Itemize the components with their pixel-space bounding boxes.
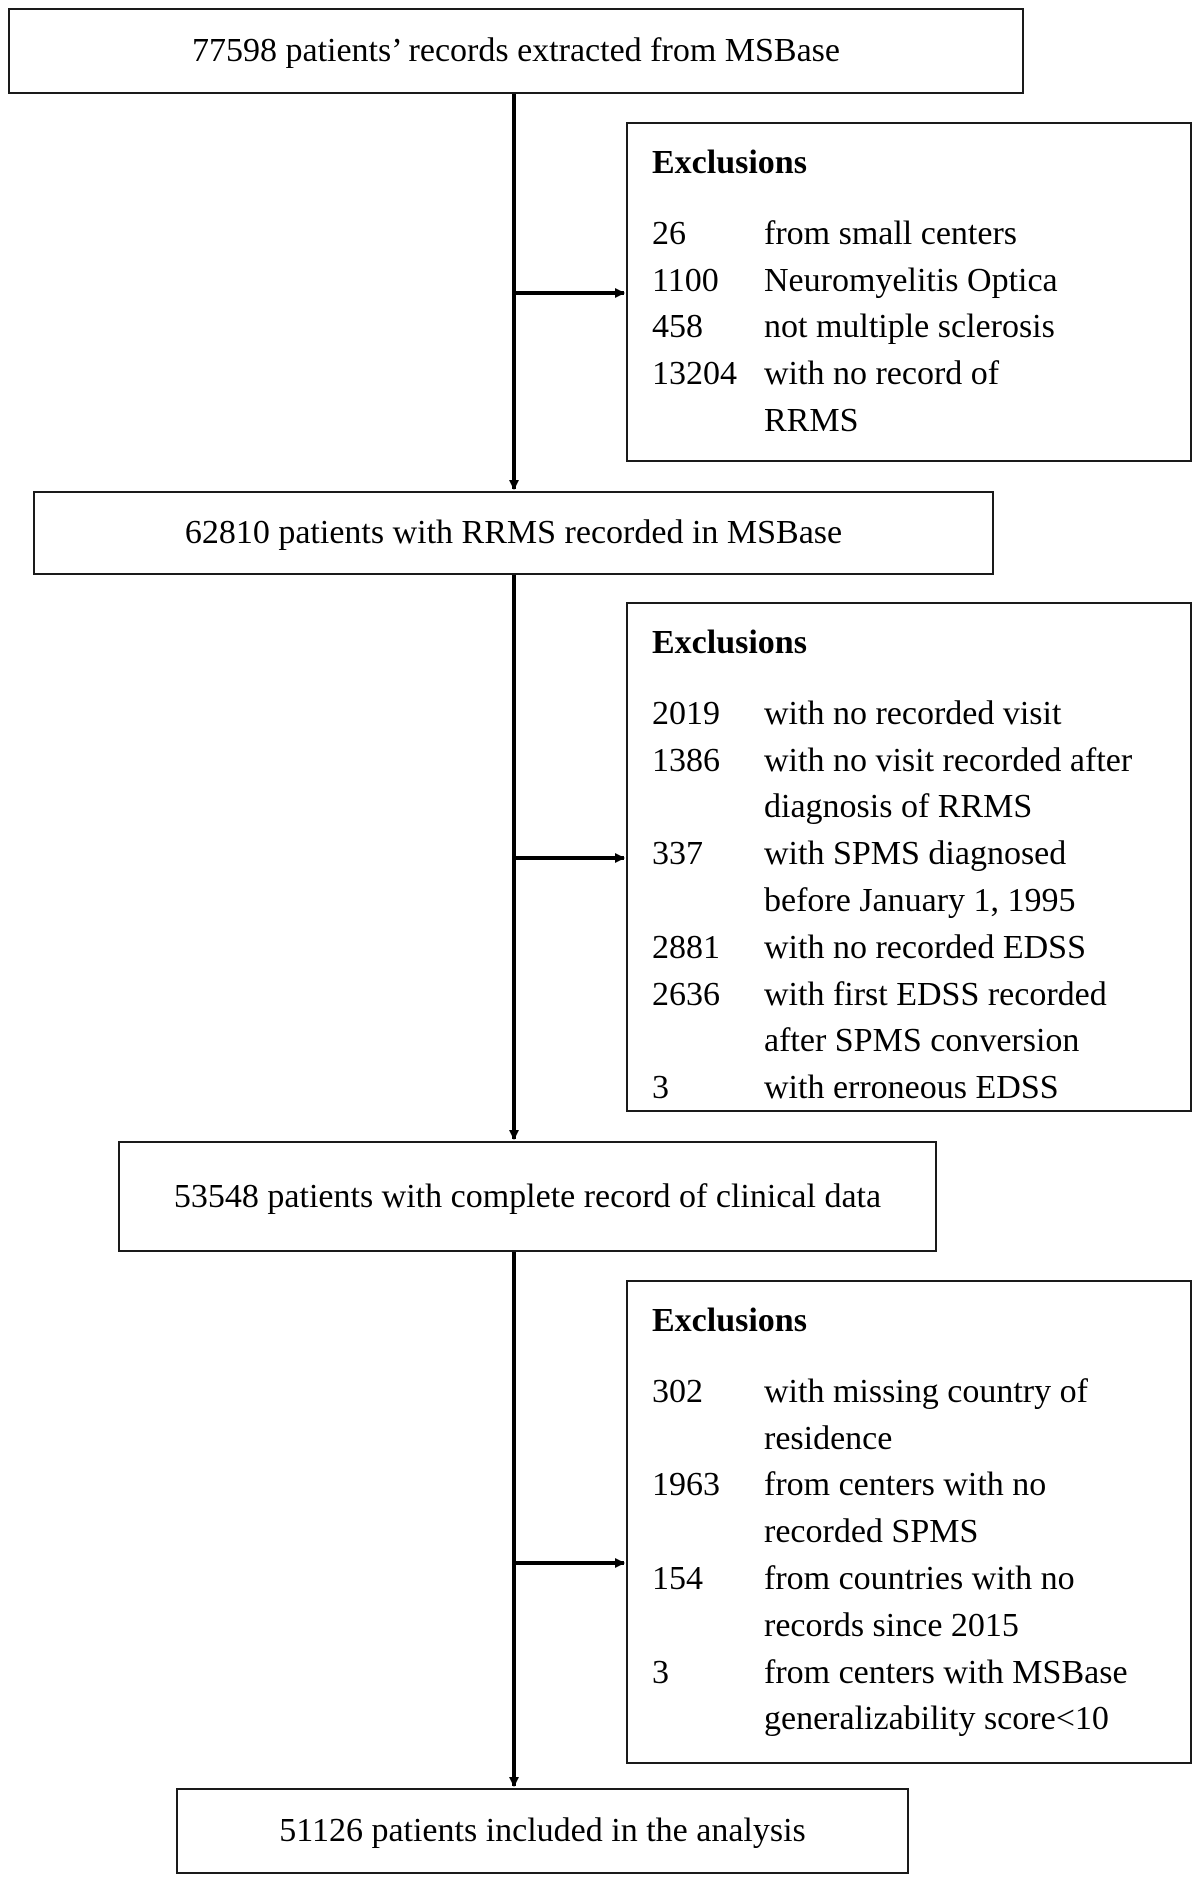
exclusion-count: 3: [652, 1653, 669, 1691]
stage-box-extracted: 77598 patients’ records extracted from M…: [8, 8, 1024, 94]
exclusion-reason: with no recorded visit: [764, 694, 1062, 732]
exclusion-reason: with erroneous EDSS: [764, 1069, 1059, 1107]
exclusion-row: 1963 from centers with no recorded SPMS: [652, 1462, 1170, 1556]
exclusion-row: 2881 with no recorded EDSS: [652, 925, 1170, 972]
exclusions-title: Exclusions: [652, 624, 807, 661]
exclusion-reason: with no recorded EDSS: [764, 928, 1087, 966]
stage-text-included: 51126 patients included in the analysis: [279, 1812, 806, 1849]
exclusion-reason: not multiple sclerosis: [764, 308, 1055, 346]
exclusion-reason: Neuromyelitis Optica: [764, 261, 1058, 299]
stage-text-extracted: 77598 patients’ records extracted from M…: [191, 32, 840, 69]
exclusion-reason: from small centers: [764, 214, 1018, 252]
stage-box-included: 51126 patients included in the analysis: [176, 1788, 909, 1874]
exclusion-reason: from countries with no records since 201…: [764, 1559, 1075, 1644]
exclusion-row: 154 from countries with no records since…: [652, 1556, 1170, 1650]
exclusion-reason: from centers with no recorded SPMS: [764, 1466, 1047, 1551]
exclusion-row: 458 not multiple sclerosis: [652, 304, 1170, 351]
exclusion-count: 3: [652, 1069, 669, 1107]
stage-text-rrms: 62810 patients with RRMS recorded in MSB…: [184, 514, 843, 551]
exclusion-row: 3 from centers with MSBase generalizabil…: [652, 1650, 1170, 1744]
exclusions-title: Exclusions: [652, 1302, 807, 1339]
exclusion-row: 26 from small centers: [652, 211, 1170, 258]
exclusions-box-1: Exclusions 26 from small centers 1100 Ne…: [626, 122, 1192, 462]
exclusion-row: 2636 with first EDSS recorded after SPMS…: [652, 972, 1170, 1066]
exclusion-reason: with no record of RRMS: [764, 355, 1000, 439]
exclusion-count: 458: [652, 308, 703, 346]
exclusions-box-2: Exclusions 2019 with no recorded visit 1…: [626, 602, 1192, 1112]
exclusion-reason: from centers with MSBase generalizabilit…: [764, 1653, 1128, 1738]
exclusion-row: 1100 Neuromyelitis Optica: [652, 258, 1170, 305]
exclusion-count: 26: [652, 214, 686, 252]
exclusion-count: 2019: [652, 694, 720, 732]
exclusion-count: 13204: [652, 355, 737, 393]
exclusion-count: 2881: [652, 928, 720, 966]
exclusion-row: 1386 with no visit recorded after diagno…: [652, 738, 1170, 832]
exclusion-count: 302: [652, 1372, 703, 1410]
exclusion-count: 1100: [652, 261, 719, 299]
exclusion-row: 302 with missing country of residence: [652, 1369, 1170, 1463]
exclusion-row: 337 with SPMS diagnosed before January 1…: [652, 831, 1170, 925]
exclusion-reason: with missing country of residence: [764, 1372, 1088, 1457]
exclusion-count: 1386: [652, 741, 720, 779]
exclusions-box-3: Exclusions 302 with missing country of r…: [626, 1280, 1192, 1764]
stage-text-complete-record: 53548 patients with complete record of c…: [173, 1177, 882, 1215]
exclusion-count: 1963: [652, 1466, 720, 1504]
exclusion-row: 3 with erroneous EDSS: [652, 1065, 1170, 1112]
exclusion-row: 2019 with no recorded visit: [652, 691, 1170, 738]
exclusion-count: 154: [652, 1559, 703, 1597]
exclusions-title: Exclusions: [652, 144, 807, 181]
stage-box-complete-record: 53548 patients with complete record of c…: [118, 1141, 937, 1252]
stage-box-rrms: 62810 patients with RRMS recorded in MSB…: [33, 491, 994, 575]
exclusion-count: 2636: [652, 975, 720, 1013]
exclusion-reason: with first EDSS recorded after SPMS conv…: [764, 975, 1107, 1060]
exclusion-row: 13204 with no record of RRMS: [652, 351, 1170, 445]
exclusion-reason: with no visit recorded after diagnosis o…: [764, 741, 1133, 826]
exclusion-count: 337: [652, 835, 703, 873]
exclusion-reason: with SPMS diagnosed before January 1, 19…: [764, 835, 1076, 919]
